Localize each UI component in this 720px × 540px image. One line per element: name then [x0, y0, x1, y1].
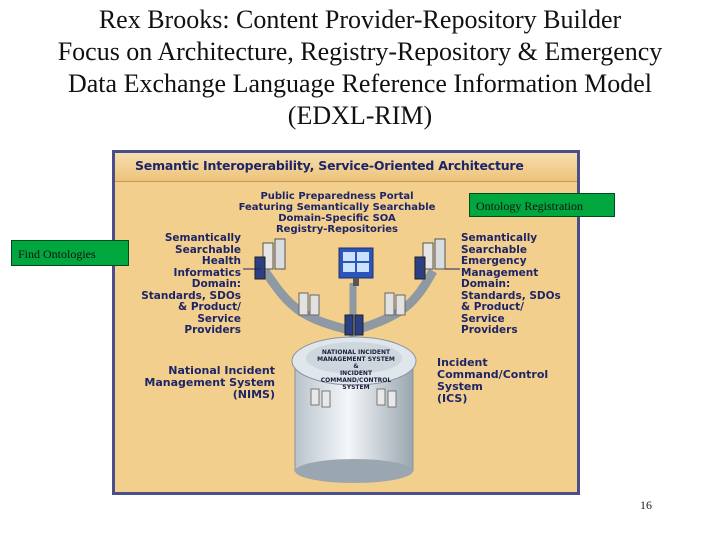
emergency-line: Searchable [461, 243, 527, 256]
ontology-registration-callout[interactable]: Ontology Registration [469, 193, 615, 217]
health-line: Semantically [164, 232, 241, 244]
health-line: Service [197, 312, 241, 325]
emergency-line: Domain: [461, 278, 511, 290]
servers-right [414, 238, 446, 280]
title-line-1: Rex Brooks: Content Provider-Repository … [98, 5, 622, 34]
center-line: MANAGEMENT SYSTEM [317, 356, 395, 363]
emergency-line: Semantically [461, 232, 538, 244]
center-cylinder-label: NATIONAL INCIDENT MANAGEMENT SYSTEM & IN… [304, 349, 408, 391]
base-servers [310, 388, 397, 408]
health-line: & Product/ [178, 301, 241, 313]
health-line: Standards, SDOs [141, 289, 241, 302]
connector-left [261, 268, 355, 336]
emergency-line: Providers [461, 324, 518, 336]
emergency-line: Emergency [461, 255, 527, 267]
nims-line: National Incident [168, 364, 275, 377]
center-line: SYSTEM [342, 384, 370, 391]
title-line-3: Data Exchange Language Reference Informa… [67, 69, 652, 98]
emergency-line: Standards, SDOs [461, 289, 561, 302]
network-illustration [243, 238, 460, 483]
diagram-header: Semantic Interoperability, Service-Orien… [115, 153, 577, 182]
health-line: Health [201, 255, 241, 267]
emergency-line: Service [461, 312, 505, 325]
connector-right [351, 268, 437, 336]
portal-line: Registry-Repositories [275, 224, 399, 235]
servers-middle [298, 292, 406, 336]
ics-line: Incident [437, 356, 488, 369]
center-line: COMMAND/CONTROL [320, 377, 392, 384]
portal-line: Domain-Specific SOA [278, 213, 396, 224]
center-line: & [353, 363, 359, 370]
title-line-4: (EDXL-RIM) [287, 101, 433, 130]
center-line: NATIONAL INCIDENT [321, 349, 391, 356]
slide-title: Rex Brooks: Content Provider-Repository … [0, 4, 720, 132]
diagram-title: Semantic Interoperability, Service-Orien… [135, 158, 524, 173]
health-line: Informatics [173, 266, 241, 279]
portal-line: Public Preparedness Portal [260, 191, 414, 202]
health-line: Domain: [191, 278, 241, 290]
ics-line: Command/Control [437, 368, 549, 381]
find-ontologies-callout[interactable]: Find Ontologies [11, 240, 129, 266]
center-line: INCIDENT [339, 370, 373, 377]
nims-line: (NIMS) [232, 388, 275, 401]
ics-line: System [437, 380, 483, 393]
emergency-domain-label: Semantically Searchable Emergency Manage… [461, 232, 561, 337]
emergency-line: & Product/ [461, 301, 524, 313]
portal-monitor [338, 247, 374, 286]
portal-line: Featuring Semantically Searchable [238, 202, 436, 213]
servers-left [254, 238, 286, 280]
health-line: Searchable [175, 243, 241, 256]
health-domain-label: Semantically Searchable Health Informati… [127, 232, 241, 337]
base-cylinder [291, 336, 417, 483]
nims-label: National Incident Management System (NIM… [125, 365, 275, 401]
health-line: Providers [184, 324, 241, 336]
emergency-line: Management [461, 266, 539, 279]
portal-label: Public Preparedness Portal Featuring Sem… [237, 191, 437, 235]
title-line-2: Focus on Architecture, Registry-Reposito… [57, 37, 663, 66]
ics-label: Incident Command/Control System (ICS) [437, 357, 548, 405]
page-number: 16 [640, 498, 652, 512]
ics-line: (ICS) [437, 392, 468, 405]
nims-line: Management System [144, 376, 275, 389]
